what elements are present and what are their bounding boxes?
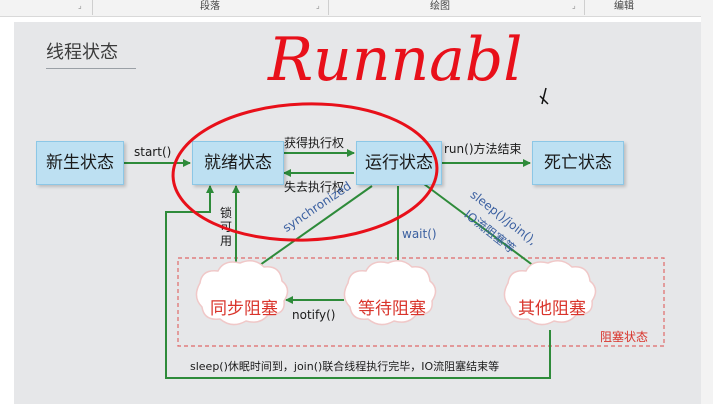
label-notify: notify(): [292, 308, 336, 322]
blocked-wait: 等待阻塞: [358, 299, 426, 319]
blocked-other: 其他阻塞: [518, 299, 586, 319]
arrow-synchronized: [249, 185, 373, 273]
drawing-launcher-icon[interactable]: ⌟: [572, 1, 576, 10]
state-running: 运行状态: [356, 141, 442, 185]
blocked-region-label: 阻塞状态: [600, 330, 649, 344]
label-return-condition: sleep()休眠时间到，join()联合线程执行完毕，IO流阻塞结束等: [190, 360, 500, 373]
state-ready: 就绪状态: [192, 141, 284, 185]
red-ink-circle: [171, 102, 439, 242]
label-lock-available: 锁可用: [220, 206, 233, 248]
label-start: start(): [134, 145, 172, 159]
cloud-wait-shape: [343, 260, 437, 326]
ribbon-group-drawing[interactable]: 绘图: [430, 1, 450, 12]
paragraph-group-launcher-icon[interactable]: ⌟: [78, 1, 82, 10]
label-lose-cpu: 失去执行权: [284, 180, 345, 194]
mouse-cursor-icon: [539, 87, 549, 105]
label-wait: wait(): [402, 227, 437, 241]
paragraph-launcher-icon[interactable]: ⌟: [316, 1, 320, 10]
ribbon-group-editing[interactable]: 编辑: [614, 1, 634, 12]
ribbon-bar: ⌟ 段落 ⌟ 绘图 ⌟ 编辑: [0, 0, 713, 17]
slide-title: 线程状态: [46, 42, 118, 63]
slide-canvas: [14, 22, 701, 404]
arrow-return-loop: [165, 185, 551, 379]
title-underline: [46, 68, 136, 69]
ribbon-separator: [92, 0, 93, 15]
cloud-sync-shape: [195, 260, 289, 326]
blocked-sync: 同步阻塞: [210, 299, 278, 319]
label-run-end: run()方法结束: [444, 142, 522, 156]
label-acquire-cpu: 获得执行权: [284, 136, 345, 150]
cloud-other-shape: [503, 260, 597, 326]
scroll-gutter[interactable]: [701, 16, 713, 404]
arrow-sleep-join-io: [423, 183, 543, 273]
ribbon-group-paragraph[interactable]: 段落: [200, 1, 220, 12]
ribbon-separator: [584, 0, 585, 15]
ribbon-separator: [328, 0, 329, 15]
state-dead: 死亡状态: [532, 141, 624, 185]
handwritten-text: Runnabl: [267, 25, 522, 95]
state-new: 新生状态: [36, 141, 124, 185]
